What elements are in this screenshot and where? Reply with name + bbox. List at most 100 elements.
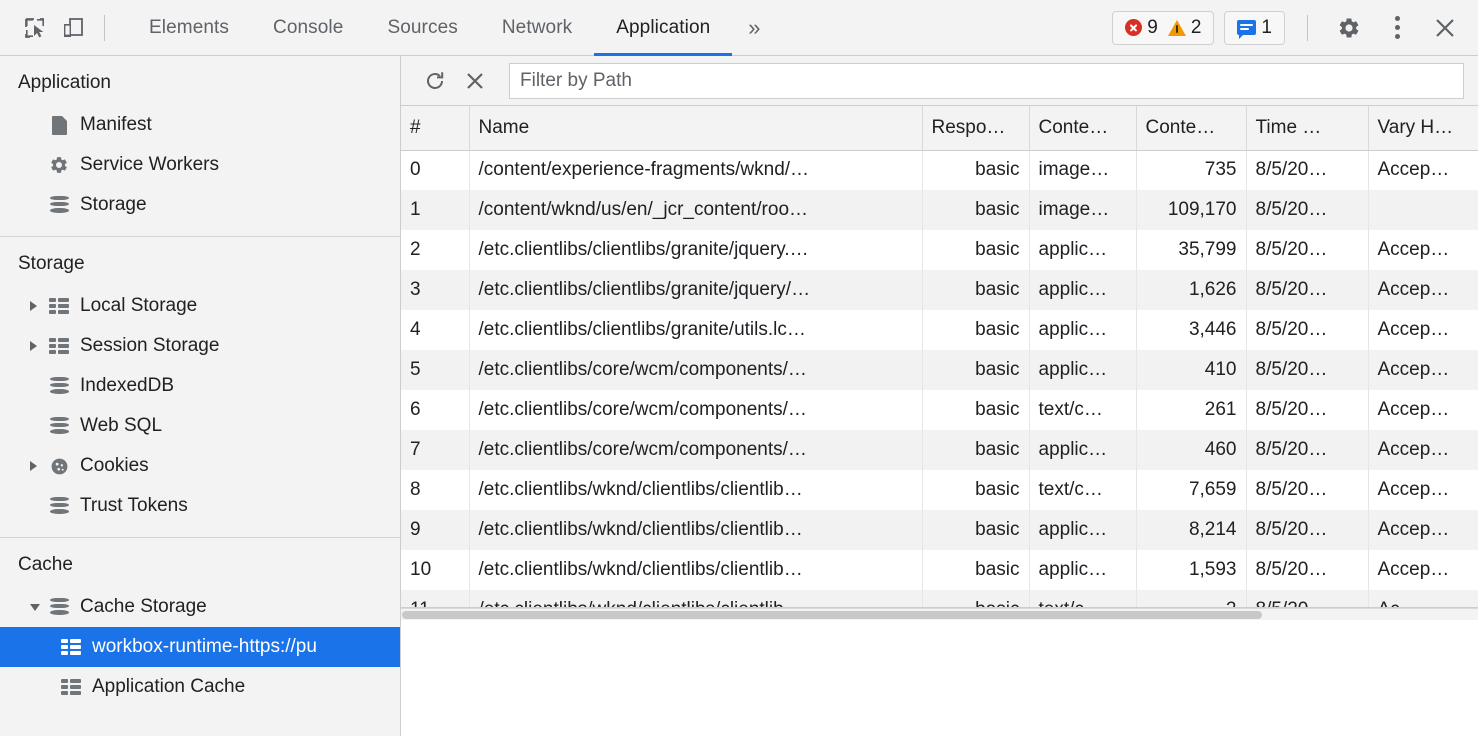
issues-counter-group[interactable]: 9 2 [1112,10,1215,45]
tab-console[interactable]: Console [251,0,365,56]
message-bubble-icon [1237,20,1257,39]
database-icon [48,194,70,216]
table-icon [60,636,82,658]
sidebar-item-application-cache[interactable]: Application Cache [0,667,400,707]
sidebar-item-storage-label: Storage [80,194,147,215]
cell-resp: basic [922,230,1030,270]
cell-ctype: image… [1029,190,1137,230]
column-header-index[interactable]: # [401,106,470,151]
settings-button[interactable] [1330,9,1368,47]
tab-application[interactable]: Application [594,0,733,56]
issues-message-group[interactable]: 1 [1224,10,1285,45]
toolbar-divider [104,14,105,41]
column-header-time-cached[interactable]: Time … [1246,106,1369,151]
cell-ctype: text/c… [1029,470,1137,510]
filter-by-path-input[interactable] [509,62,1464,99]
table-row[interactable]: 11/etc.clientlibs/wknd/clientlibs/client… [401,590,1478,607]
cell-name: /etc.clientlibs/clientlibs/granite/jquer… [469,270,923,310]
sidebar-item-local-storage[interactable]: Local Storage [0,286,400,326]
sidebar-item-cookies-label: Cookies [80,455,149,476]
table-row[interactable]: 7/etc.clientlibs/core/wcm/components/…ba… [401,430,1478,470]
cell-clen: 410 [1136,350,1247,390]
expand-triangle-icon[interactable] [30,461,46,471]
table-row[interactable]: 2/etc.clientlibs/clientlibs/granite/jque… [401,230,1478,270]
cell-resp: basic [922,470,1030,510]
column-header-response-type[interactable]: Respo… [922,106,1030,151]
database-icon [48,415,70,437]
horizontal-scrollbar-thumb[interactable] [402,611,1262,619]
delete-selected-icon [467,72,483,89]
tab-sources[interactable]: Sources [365,0,479,56]
inspect-element-icon [25,17,44,38]
delete-selected-button[interactable] [457,63,493,99]
table-row[interactable]: 10/etc.clientlibs/wknd/clientlibs/client… [401,550,1478,590]
sidebar-item-service-workers-label: Service Workers [80,154,220,175]
cell-resp: basic [922,430,1030,470]
table-row[interactable]: 0/content/experience-fragments/wknd/…bas… [401,150,1478,190]
cache-toolbar [401,56,1478,106]
table-row[interactable]: 6/etc.clientlibs/core/wcm/components/…ba… [401,390,1478,430]
application-sidebar[interactable]: Application Manifest Service Workers Sto… [0,56,401,736]
sidebar-item-web-sql[interactable]: Web SQL [0,406,400,446]
cache-entries-table-container[interactable]: # Name Respo… Conte… Conte… Time … Vary … [401,106,1478,608]
cell-name: /etc.clientlibs/wknd/clientlibs/clientli… [469,590,923,607]
sidebar-item-trust-tokens[interactable]: Trust Tokens [0,486,400,526]
cache-entry-preview-pane [401,620,1478,736]
close-devtools-button[interactable] [1426,9,1464,47]
column-header-content-length[interactable]: Conte… [1136,106,1247,151]
sidebar-item-manifest[interactable]: Manifest [0,105,400,145]
horizontal-scrollbar[interactable] [401,608,1478,620]
cell-idx: 1 [401,190,470,230]
collapse-triangle-icon[interactable] [30,603,46,611]
inspect-element-button[interactable] [16,9,54,47]
cell-ctype: applic… [1029,270,1137,310]
sidebar-item-session-storage[interactable]: Session Storage [0,326,400,366]
tab-elements[interactable]: Elements [127,0,251,56]
sidebar-item-indexeddb[interactable]: IndexedDB [0,366,400,406]
cache-entries-table: # Name Respo… Conte… Conte… Time … Vary … [401,106,1478,607]
refresh-button[interactable] [417,63,453,99]
database-icon [48,495,70,517]
cell-ctype: text/c… [1029,390,1137,430]
expand-triangle-icon[interactable] [30,341,46,351]
devtools-body: Application Manifest Service Workers Sto… [0,56,1478,736]
table-row[interactable]: 9/etc.clientlibs/wknd/clientlibs/clientl… [401,510,1478,550]
tab-network[interactable]: Network [480,0,594,56]
close-icon [1436,18,1454,37]
sidebar-item-workbox-runtime-cache[interactable]: workbox-runtime-https://pu [0,627,400,667]
toolbar-divider-right [1307,14,1308,41]
column-header-content-type[interactable]: Conte… [1029,106,1137,151]
cell-idx: 2 [401,230,470,270]
device-toolbar-button[interactable] [54,9,92,47]
table-row[interactable]: 1/content/wknd/us/en/_jcr_content/roo…ba… [401,190,1478,230]
warning-counter[interactable]: 2 [1165,17,1205,39]
sidebar-item-cache-storage[interactable]: Cache Storage [0,587,400,627]
document-icon [48,114,70,136]
cell-resp: basic [922,550,1030,590]
tab-application-label: Application [616,16,711,38]
table-row[interactable]: 4/etc.clientlibs/clientlibs/granite/util… [401,310,1478,350]
more-options-button[interactable] [1378,9,1416,47]
sidebar-section-cache: Cache Cache Storage workbox-runtime-http… [0,538,400,718]
cell-clen: 8,214 [1136,510,1247,550]
column-header-name[interactable]: Name [469,106,923,151]
sidebar-item-service-workers[interactable]: Service Workers [0,145,400,185]
message-counter[interactable]: 1 [1234,17,1275,39]
table-row[interactable]: 3/etc.clientlibs/clientlibs/granite/jque… [401,270,1478,310]
table-row[interactable]: 8/etc.clientlibs/wknd/clientlibs/clientl… [401,470,1478,510]
table-row[interactable]: 5/etc.clientlibs/core/wcm/components/…ba… [401,350,1478,390]
sidebar-item-workbox-runtime-cache-label: workbox-runtime-https://pu [92,636,317,657]
more-tabs-button[interactable]: » [732,0,776,56]
sidebar-section-application: Application Manifest Service Workers Sto… [0,56,400,237]
cell-ctype: applic… [1029,430,1137,470]
gear-icon [48,154,70,176]
cell-vary: Accep… [1368,550,1478,590]
sidebar-section-title-application: Application [18,72,111,93]
column-header-vary-header[interactable]: Vary H… [1368,106,1478,151]
expand-triangle-icon[interactable] [30,301,46,311]
sidebar-item-cache-storage-label: Cache Storage [80,596,207,617]
error-counter[interactable]: 9 [1122,17,1161,39]
sidebar-item-storage[interactable]: Storage [0,185,400,225]
table-header-row: # Name Respo… Conte… Conte… Time … Vary … [401,106,1478,151]
sidebar-item-cookies[interactable]: Cookies [0,446,400,486]
